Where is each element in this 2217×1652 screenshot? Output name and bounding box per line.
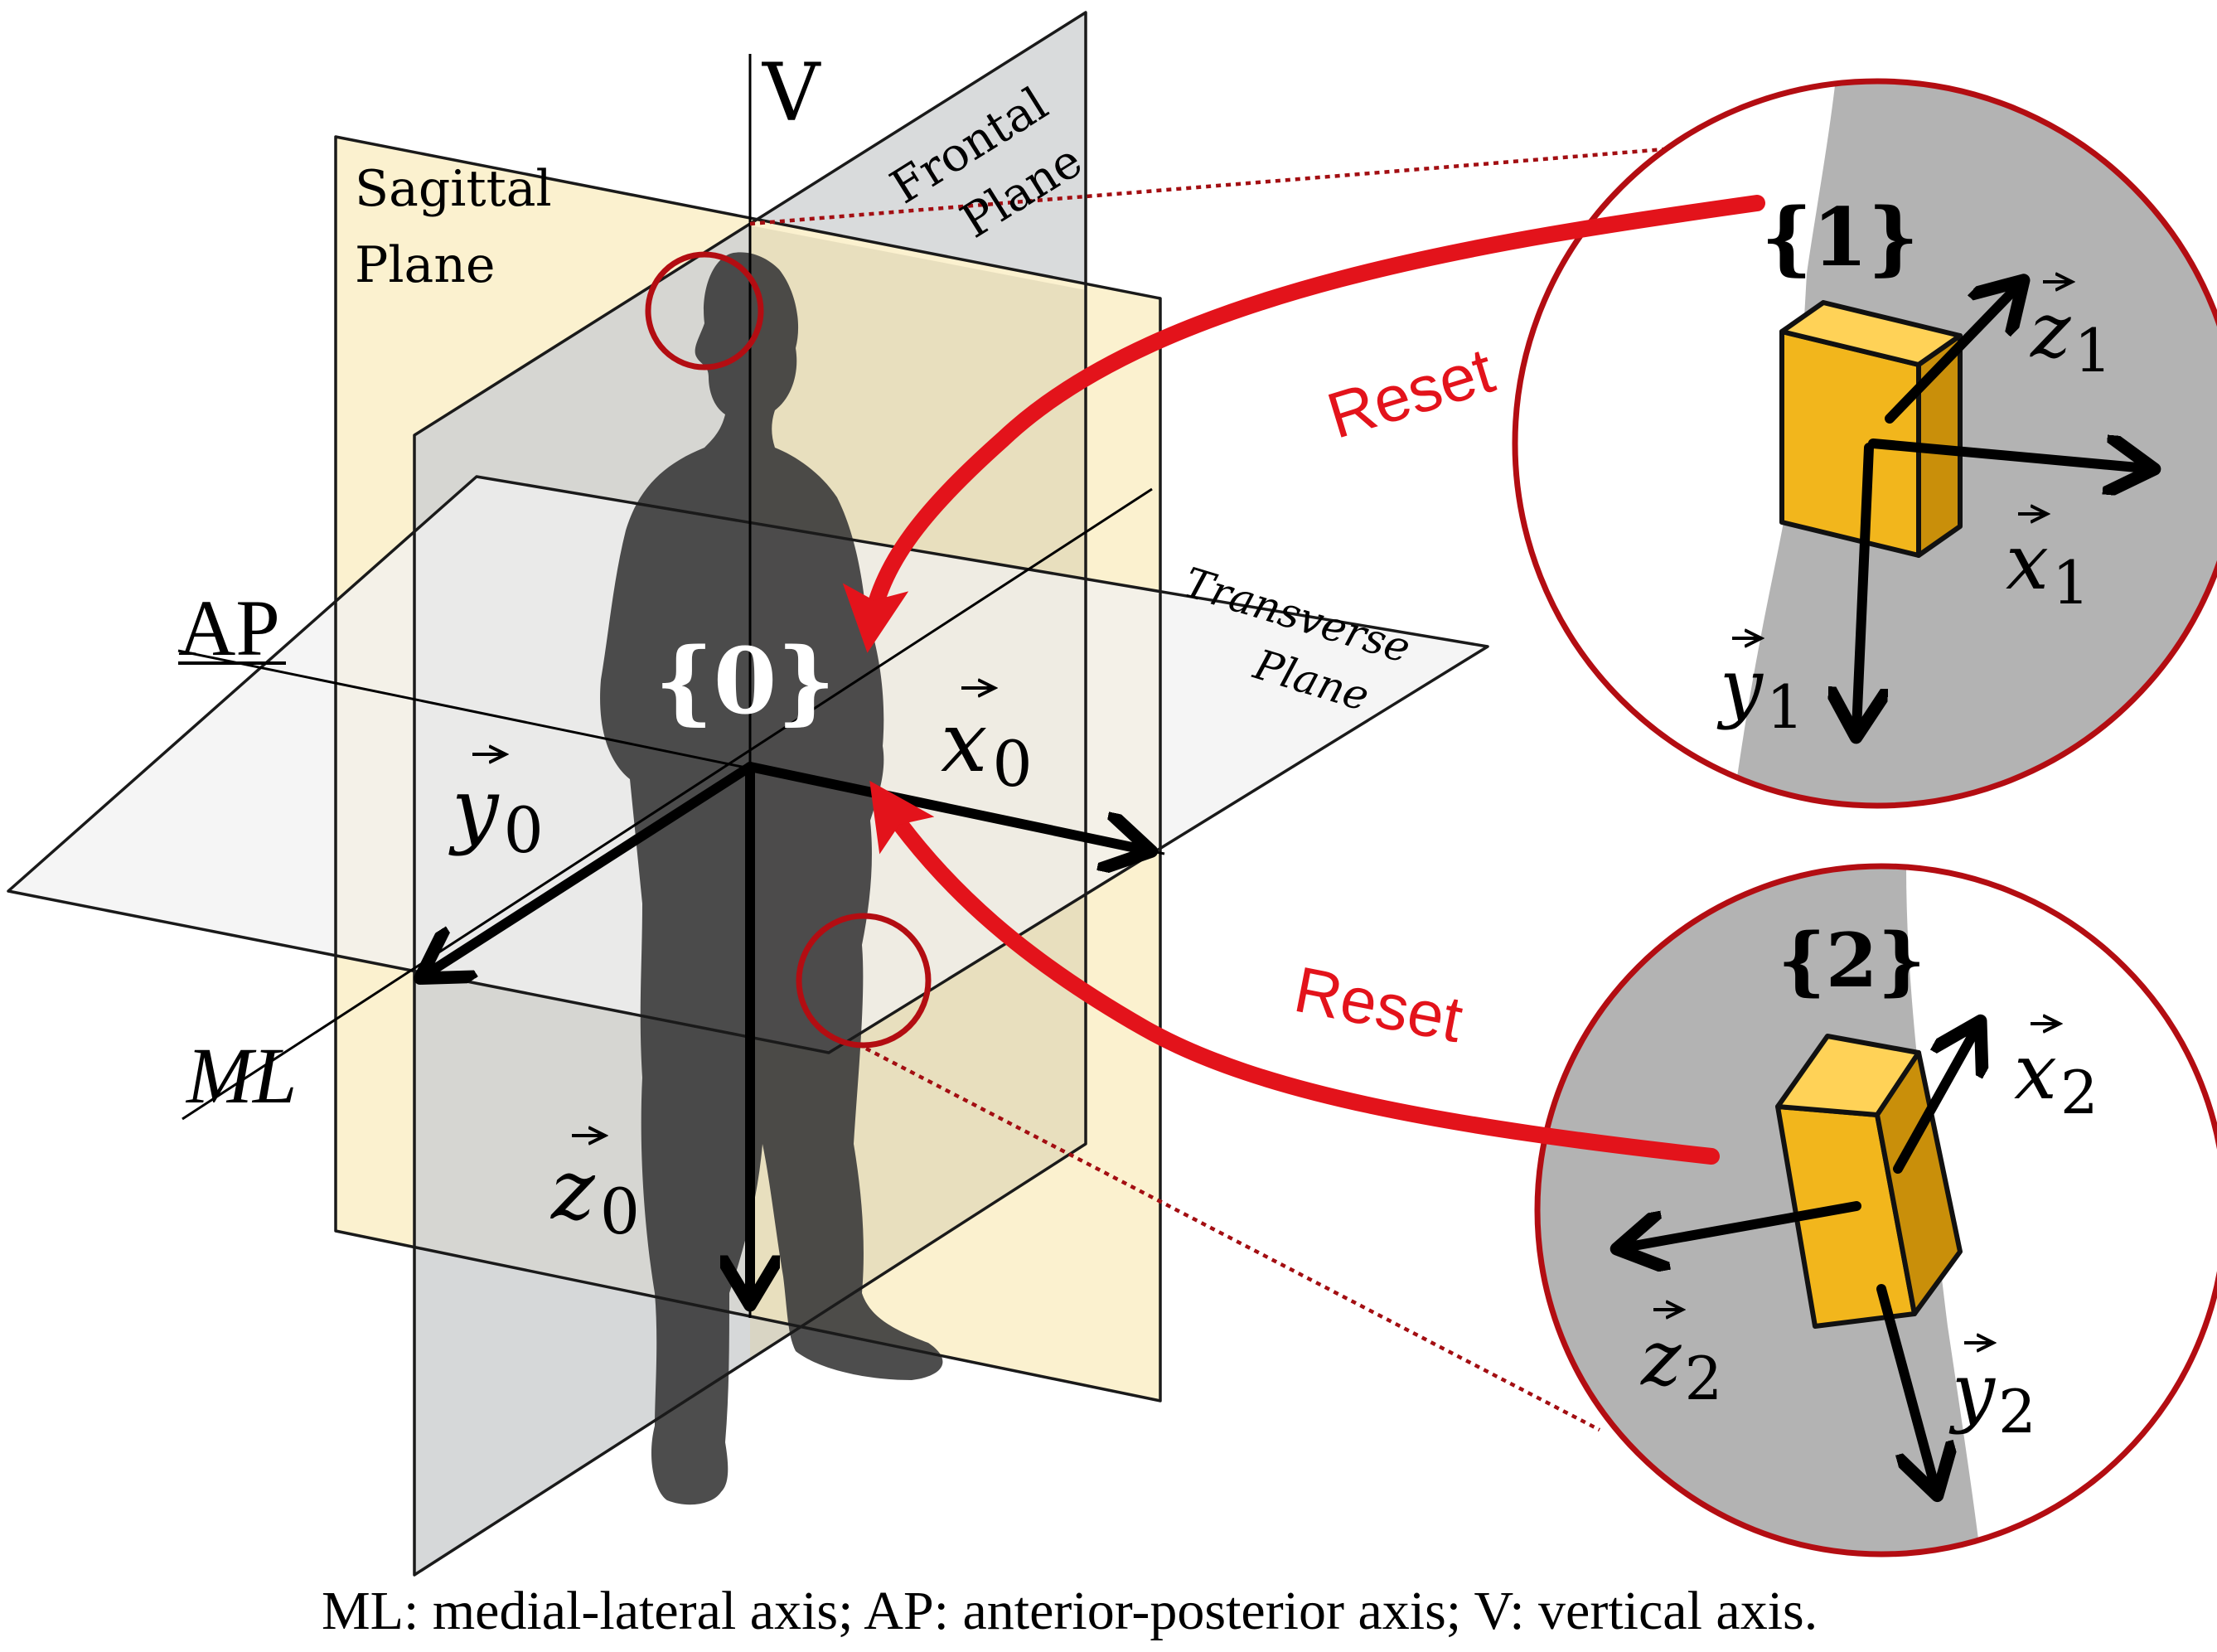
vertical-axis-label: V <box>762 46 821 139</box>
reset-arrow-2 <box>869 780 1720 1165</box>
reset-arrow-1 <box>842 195 1765 653</box>
x2-label: x2 <box>2014 1024 2098 1127</box>
ap-axis-label: AP <box>178 584 280 672</box>
global-frame-label: {0} <box>655 627 835 734</box>
human-silhouette-icon <box>600 252 943 1505</box>
global-frame-axes <box>427 762 1144 1297</box>
ml-axis-label: ML <box>185 1031 297 1120</box>
svg-text:y2: y2 <box>1948 1347 2036 1446</box>
svg-text:z2: z2 <box>1640 1314 1722 1413</box>
sensor-1-axes <box>1856 286 2147 729</box>
callout-thigh-ring <box>796 913 932 1049</box>
y1-label: y1 <box>1716 638 1804 742</box>
reset-label-1: Reset <box>1319 333 1503 453</box>
x0-label: x0 <box>941 688 1033 801</box>
svg-text:x1: x1 <box>2006 518 2090 618</box>
x1-label: x1 <box>2006 514 2090 618</box>
svg-text:z0: z0 <box>550 1141 640 1248</box>
svg-text:y0: y0 <box>448 760 544 867</box>
z2-label: z2 <box>1640 1310 1722 1413</box>
z0-label: z0 <box>550 1136 640 1248</box>
sagittal-plane-label: Sagittal Plane <box>355 160 568 294</box>
sensor-2-axes <box>1624 1028 1977 1488</box>
svg-text:x2: x2 <box>2014 1028 2098 1127</box>
callout-head-ring <box>645 251 764 371</box>
sensor-box-icon <box>1779 300 1963 558</box>
y0-label: y0 <box>448 754 544 867</box>
sensor-1-zoom <box>1512 78 2217 809</box>
figure-caption: ML: medial-lateral axis; AP: anterior-po… <box>322 1581 1818 1641</box>
z1-label: z1 <box>2030 282 2112 385</box>
sensor-box-icon <box>1775 1034 1963 1329</box>
reset-label-2: Reset <box>1289 952 1469 1056</box>
sensor-2-frame-label: {2} <box>1778 917 1925 1005</box>
svg-text:z1: z1 <box>2030 286 2112 385</box>
sensor-1-frame-label: {1} <box>1761 191 1919 284</box>
svg-text:x0: x0 <box>941 694 1033 801</box>
y2-label: y2 <box>1948 1343 2036 1446</box>
svg-text:y1: y1 <box>1716 642 1804 742</box>
